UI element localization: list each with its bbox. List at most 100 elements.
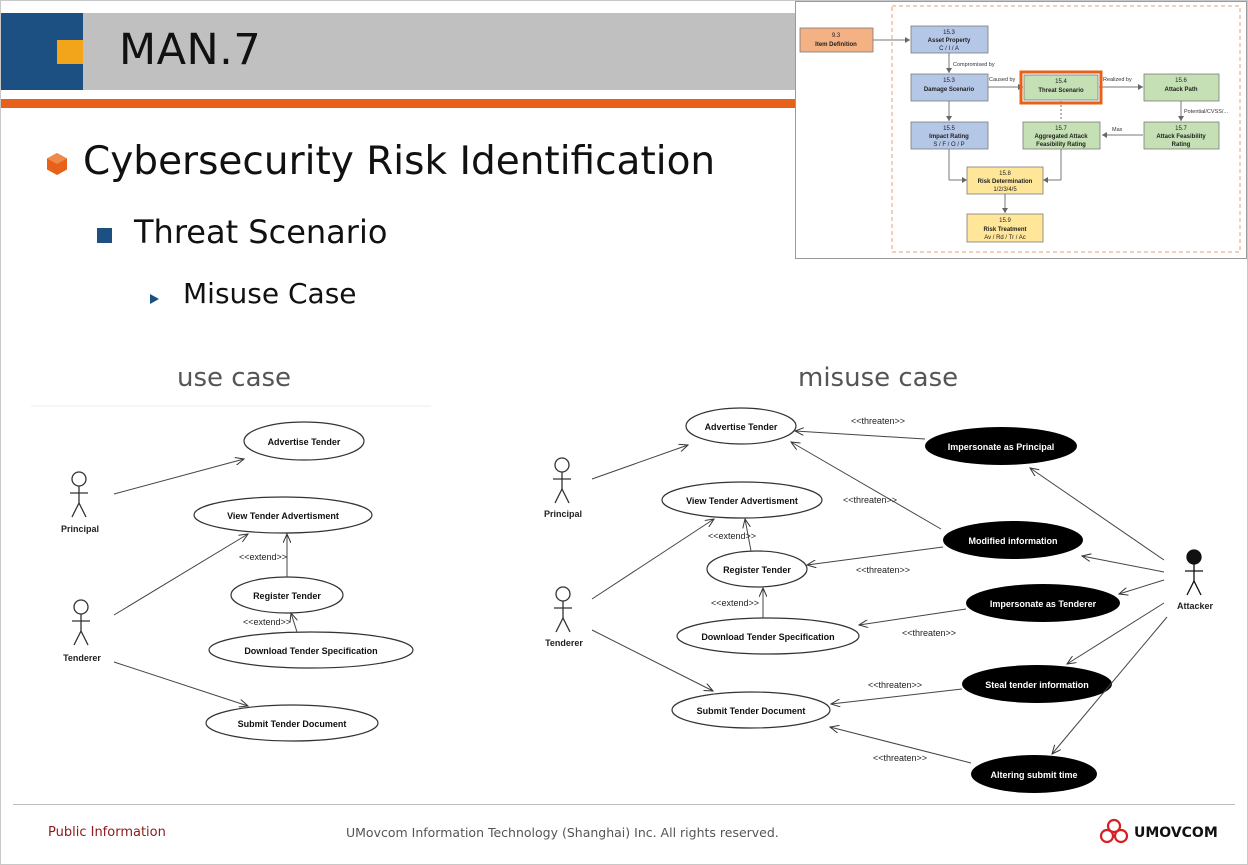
svg-text:Asset Property: Asset Property (928, 38, 971, 44)
svg-text:1/2/3/4/5: 1/2/3/4/5 (993, 187, 1017, 193)
mc-advertise-text: Advertise Tender (705, 422, 778, 432)
mc-submit-text: Submit Tender Document (697, 706, 806, 716)
uc-case-view: View Tender Advertisment (193, 496, 373, 534)
header-accent-square (57, 40, 83, 64)
uc-register-text: Register Tender (253, 591, 321, 601)
misuse-case-label: misuse case (798, 363, 959, 393)
mc-modified-text: Modified information (969, 536, 1058, 546)
mc-case-download: Download Tender Specification (676, 617, 860, 655)
mc-misuse-steal: Steal tender information (962, 665, 1112, 703)
svg-text:Av / Rd / Tr / Ac: Av / Rd / Tr / Ac (984, 235, 1026, 241)
inset-edge-realized: Realized by (1103, 77, 1132, 83)
inset-node-attack-path: 15.6 Attack Path (1143, 73, 1220, 102)
uc-actor-tenderer (72, 599, 90, 646)
footer-divider (13, 804, 1235, 805)
umovcom-logo-icon (1099, 818, 1129, 844)
mc-actor-tenderer (554, 586, 572, 633)
mc-connectors (591, 431, 1168, 764)
square-bullet-icon (97, 228, 112, 243)
mc-misuse-altering: Altering submit time (971, 755, 1097, 793)
inset-edge-max: Max (1112, 127, 1123, 133)
uc-case-submit: Submit Tender Document (205, 704, 379, 742)
mc-threaten-label-4: <<threaten>> (902, 628, 956, 638)
svg-text:15.7: 15.7 (1175, 126, 1187, 132)
header-orange-rule (1, 99, 801, 108)
mc-actor-principal (553, 457, 571, 504)
svg-text:Attack Feasibility: Attack Feasibility (1156, 134, 1206, 140)
inset-edge-potential: Potential/CVSS/... (1184, 109, 1228, 115)
svg-text:Impact Rating: Impact Rating (929, 134, 969, 140)
svg-text:C / I / A: C / I / A (939, 46, 959, 52)
mc-extend-label-1: <<extend>> (708, 531, 756, 541)
svg-text:15.9: 15.9 (999, 218, 1011, 224)
mc-impersonate-tenderer-text: Impersonate as Tenderer (990, 599, 1097, 609)
svg-text:Aggregated Attack: Aggregated Attack (1034, 134, 1088, 140)
mc-impersonate-principal-text: Impersonate as Principal (948, 442, 1055, 452)
mc-threaten-label-1: <<threaten>> (851, 416, 905, 426)
mc-misuse-modified: Modified information (943, 521, 1083, 559)
inset-connectors (873, 37, 1184, 213)
bullet-level2: Threat Scenario (134, 213, 388, 251)
svg-text:15.4: 15.4 (1055, 79, 1067, 85)
mc-register-text: Register Tender (723, 565, 791, 575)
svg-text:Risk Determination: Risk Determination (978, 179, 1033, 185)
uc-view-text: View Tender Advertisment (227, 511, 339, 521)
inset-node-asset-property: 15.3 Asset Property C / I / A (910, 25, 989, 54)
mc-threaten-label-5: <<threaten>> (868, 680, 922, 690)
risk-flow-inset: 9.3 Item Definition 15.3 Asset Property … (795, 1, 1247, 259)
svg-text:Attack Path: Attack Path (1164, 87, 1197, 93)
svg-text:15.6: 15.6 (1175, 78, 1187, 84)
svg-text:15.8: 15.8 (999, 171, 1011, 177)
uc-tenderer-label: Tenderer (63, 653, 101, 663)
uc-extend-label-2: <<extend>> (243, 617, 291, 627)
inset-node-risk-treatment: 15.9 Risk Treatment Av / Rd / Tr / Ac (966, 213, 1044, 243)
svg-text:15.3: 15.3 (943, 78, 955, 84)
mc-principal-label: Principal (544, 509, 582, 519)
inset-node-threat-scenario: 15.4 Threat Scenario (1019, 70, 1103, 105)
mc-tenderer-label: Tenderer (545, 638, 583, 648)
inset-node-aggregated-feasibility: 15.7 Aggregated Attack Feasibility Ratin… (1022, 121, 1101, 150)
mc-download-text: Download Tender Specification (701, 632, 834, 642)
svg-text:Feasibility Rating: Feasibility Rating (1036, 142, 1086, 148)
inset-edge-compromised: Compromised by (953, 62, 995, 68)
inset-node-damage-scenario: 15.3 Damage Scenario (910, 73, 989, 102)
mc-steal-text: Steal tender information (985, 680, 1089, 690)
uc-case-advertise: Advertise Tender (243, 421, 365, 461)
footer-logo-text: UMOVCOM (1134, 825, 1218, 841)
mc-threaten-label-3: <<threaten>> (856, 565, 910, 575)
use-case-diagrams: Principal Tenderer Advertise Tender View… (31, 405, 1214, 793)
mc-threaten-label-6: <<threaten>> (873, 753, 927, 763)
uc-principal-label: Principal (61, 524, 99, 534)
uc-download-text: Download Tender Specification (244, 646, 377, 656)
uc-submit-text: Submit Tender Document (238, 719, 347, 729)
bullet-level3: Misuse Case (183, 277, 357, 310)
uc-extend-label-1: <<extend>> (239, 552, 287, 562)
inset-dashed-frame (891, 5, 1241, 253)
svg-text:Rating: Rating (1172, 142, 1191, 148)
uc-case-register: Register Tender (230, 576, 344, 614)
svg-text:Threat Scenario: Threat Scenario (1038, 88, 1084, 94)
svg-text:15.7: 15.7 (1055, 126, 1067, 132)
mc-case-advertise: Advertise Tender (685, 407, 797, 445)
inset-node-attack-feasibility: 15.7 Attack Feasibility Rating (1143, 121, 1220, 150)
uc-actor-principal (70, 471, 88, 518)
inset-node-item-definition: 9.3 Item Definition (799, 27, 874, 53)
mc-actor-attacker (1185, 549, 1203, 596)
mc-case-view: View Tender Advertisment (661, 481, 823, 519)
header-gray-bar (83, 13, 803, 90)
uc-connectors (113, 459, 297, 706)
mc-view-text: View Tender Advertisment (686, 496, 798, 506)
bullet-level1: Cybersecurity Risk Identification (83, 139, 716, 184)
svg-text:9.3: 9.3 (832, 33, 841, 39)
mc-altering-text: Altering submit time (990, 770, 1077, 780)
svg-text:Damage Scenario: Damage Scenario (924, 87, 975, 93)
mc-misuse-impersonate-tenderer: Impersonate as Tenderer (966, 584, 1120, 622)
mc-attacker-label: Attacker (1177, 601, 1214, 611)
mc-misuse-impersonate-principal: Impersonate as Principal (925, 427, 1077, 465)
mc-case-submit: Submit Tender Document (671, 691, 831, 729)
inset-node-risk-determination: 15.8 Risk Determination 1/2/3/4/5 (966, 166, 1044, 195)
svg-text:15.3: 15.3 (943, 30, 955, 36)
svg-text:S / F / O / P: S / F / O / P (933, 142, 964, 148)
hexagon-bullet-icon (47, 153, 67, 175)
